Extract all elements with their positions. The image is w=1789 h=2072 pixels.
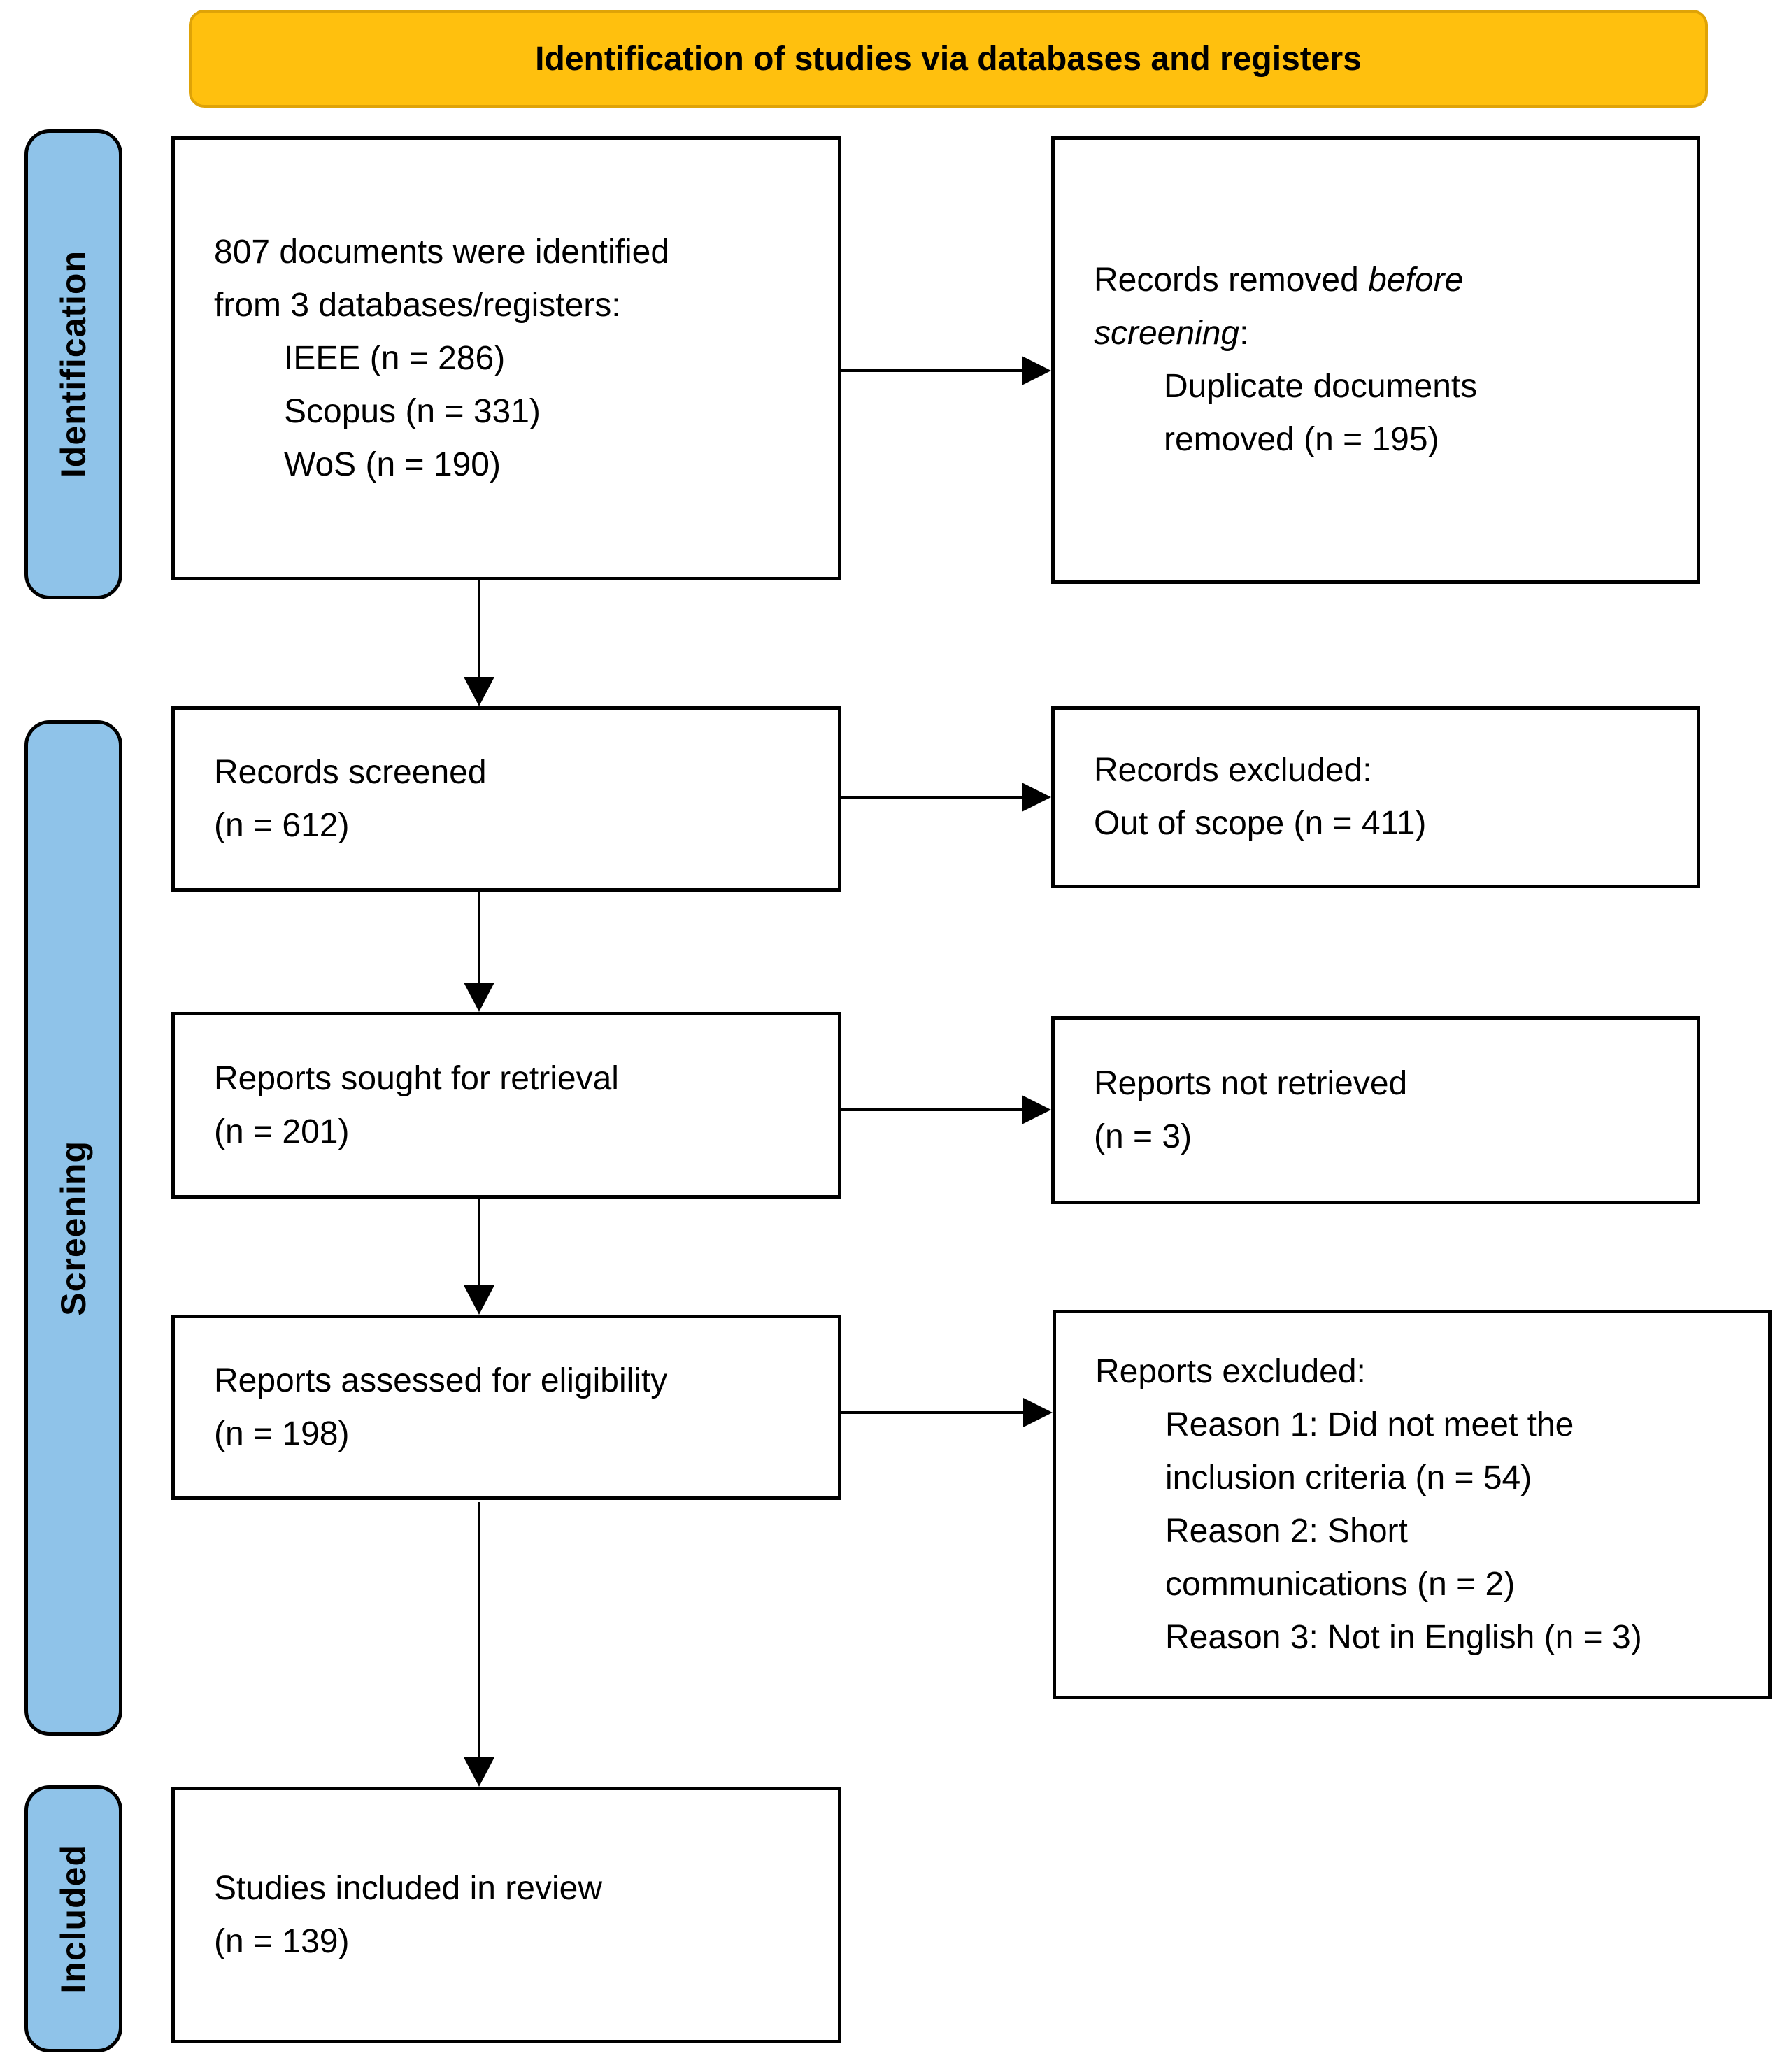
text-line: Records excluded: xyxy=(1094,752,1372,789)
text-line: Duplicate documents xyxy=(1164,368,1478,405)
text-line: Reports assessed for eligibility xyxy=(214,1362,668,1399)
text-line: Reports excluded: xyxy=(1095,1352,1366,1390)
source-wos: WoS (n = 190) xyxy=(284,445,501,483)
text-line: (n = 139) xyxy=(214,1922,350,1960)
box-records-removed-before-screening: Records removed before screening: Duplic… xyxy=(1051,136,1700,584)
text-line: (n = 3) xyxy=(1094,1117,1192,1155)
arrow-right-icon xyxy=(1022,783,1051,812)
box-records-screened: Records screened (n = 612) xyxy=(171,706,841,892)
arrow-down-icon xyxy=(464,677,494,706)
text-line: Reports not retrieved xyxy=(1094,1064,1408,1102)
arrow-stem xyxy=(841,1411,1023,1414)
box-records-identified: 807 documents were identified from 3 dat… xyxy=(171,136,841,580)
page-title: Identification of studies via databases … xyxy=(535,40,1362,78)
box-records-excluded: Records excluded: Out of scope (n = 411) xyxy=(1051,706,1700,888)
source-scopus: Scopus (n = 331) xyxy=(284,392,541,430)
text-line: Reports sought for retrieval xyxy=(214,1059,619,1097)
text-line: Studies included in review xyxy=(214,1869,602,1907)
header-banner: Identification of studies via databases … xyxy=(189,10,1708,108)
box-reports-sought: Reports sought for retrieval (n = 201) xyxy=(171,1012,841,1199)
arrow-down-icon xyxy=(464,1285,494,1315)
arrow-stem xyxy=(478,892,480,983)
box-reports-assessed: Reports assessed for eligibility (n = 19… xyxy=(171,1315,841,1500)
exclusion-reason: Reason 3: Not in English (n = 3) xyxy=(1165,1618,1642,1656)
text-line: (n = 198) xyxy=(214,1415,350,1452)
stage-label-text: Included xyxy=(54,1844,93,1994)
arrow-stem xyxy=(478,580,480,677)
text-line: screening: xyxy=(1094,315,1249,352)
stage-label-screening: Screening xyxy=(24,720,122,1736)
arrow-stem xyxy=(841,1108,1022,1111)
exclusion-reason: inclusion criteria (n = 54) xyxy=(1165,1459,1532,1496)
stage-label-text: Identification xyxy=(54,250,93,478)
text-line: (n = 201) xyxy=(214,1113,350,1150)
stage-label-included: Included xyxy=(24,1785,122,2052)
arrow-right-icon xyxy=(1022,356,1051,385)
box-studies-included: Studies included in review (n = 139) xyxy=(171,1787,841,2043)
arrow-stem xyxy=(841,796,1022,799)
arrow-right-icon xyxy=(1022,1095,1051,1124)
text-line: (n = 612) xyxy=(214,806,350,844)
arrow-right-icon xyxy=(1023,1398,1053,1427)
arrow-stem xyxy=(841,369,1022,372)
stage-label-text: Screening xyxy=(54,1140,93,1316)
exclusion-reason: communications (n = 2) xyxy=(1165,1565,1516,1603)
text-line: Out of scope (n = 411) xyxy=(1094,805,1427,842)
box-reports-not-retrieved: Reports not retrieved (n = 3) xyxy=(1051,1016,1700,1204)
arrow-stem xyxy=(478,1199,480,1285)
arrow-down-icon xyxy=(464,1757,494,1787)
text-line: Records removed before xyxy=(1094,262,1464,299)
text-line: Records screened xyxy=(214,753,487,791)
box-reports-excluded: Reports excluded: Reason 1: Did not meet… xyxy=(1053,1310,1772,1699)
text-line: removed (n = 195) xyxy=(1164,421,1439,458)
arrow-stem xyxy=(478,1502,480,1757)
text-line: 807 documents were identified xyxy=(214,233,670,271)
exclusion-reason: Reason 2: Short xyxy=(1165,1512,1408,1550)
arrow-down-icon xyxy=(464,983,494,1012)
exclusion-reason: Reason 1: Did not meet the xyxy=(1165,1406,1574,1443)
stage-label-identification: Identification xyxy=(24,129,122,599)
source-ieee: IEEE (n = 286) xyxy=(284,339,506,377)
text-line: from 3 databases/registers: xyxy=(214,286,621,324)
